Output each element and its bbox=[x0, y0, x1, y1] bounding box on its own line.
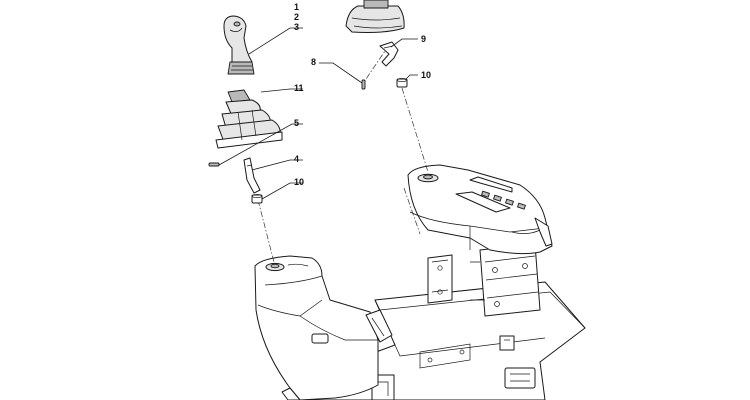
callout-9: 9 bbox=[421, 34, 426, 44]
mounting-bracket bbox=[427, 243, 541, 351]
leader-lines bbox=[218, 27, 418, 200]
callout-8: 8 bbox=[311, 57, 316, 67]
assembly-axis-lines bbox=[257, 44, 429, 263]
callout-3: 3 bbox=[294, 22, 299, 32]
joystick-handle bbox=[223, 15, 255, 75]
left-console bbox=[254, 255, 393, 400]
lever-9 bbox=[379, 41, 399, 67]
callout-11: 11 bbox=[294, 83, 304, 93]
callout-1: 1 bbox=[294, 2, 299, 12]
callout-5: 5 bbox=[294, 118, 299, 128]
top-boot bbox=[345, 0, 405, 33]
lever-4 bbox=[243, 157, 261, 194]
rubber-boot bbox=[215, 89, 283, 149]
bushing-10-right bbox=[396, 78, 408, 88]
right-console bbox=[407, 164, 553, 255]
bushing-10-left bbox=[251, 194, 263, 204]
callout-4: 4 bbox=[294, 154, 299, 164]
callout-10-right: 10 bbox=[421, 70, 431, 80]
callout-labels: 1 2 3 11 5 4 10 8 9 10 bbox=[294, 2, 431, 187]
callout-2: 2 bbox=[294, 12, 299, 22]
callout-10-left: 10 bbox=[294, 177, 304, 187]
pin-8 bbox=[361, 79, 366, 90]
pin-5 bbox=[208, 162, 220, 167]
